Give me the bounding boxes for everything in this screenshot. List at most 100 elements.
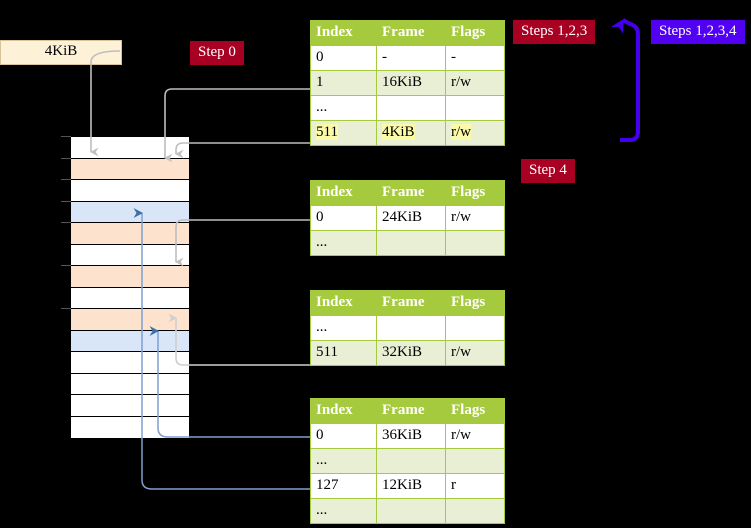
table-cell-flags [445, 230, 505, 256]
column-header-flags: Flags [445, 398, 505, 424]
memory-row-tick [61, 157, 71, 159]
table-cell-index: ... [310, 230, 377, 256]
highlighted-value: r/w [451, 124, 471, 140]
column-header-flags: Flags [445, 20, 505, 46]
table-cell-flags: r/w [445, 120, 505, 146]
memory-row-tick [61, 136, 71, 137]
memory-row-tick [61, 179, 71, 180]
table-cell-flags [445, 315, 505, 341]
table-cell-index: 511 [310, 340, 377, 366]
column-header-index: Index [310, 180, 377, 206]
steps-flow-arrow [610, 18, 640, 142]
highlighted-value: 4KiB [382, 124, 415, 140]
column-header-index: Index [310, 20, 377, 46]
table-cell-frame: - [376, 45, 446, 71]
table-cell-index: ... [310, 448, 377, 474]
memory-frame-row [71, 330, 189, 352]
column-header-index: Index [310, 290, 377, 316]
table-cell-frame [376, 315, 446, 341]
table-cell-flags: r/w [445, 205, 505, 231]
table-cell-flags: - [445, 45, 505, 71]
table-cell-index: 0 [310, 45, 377, 71]
memory-frame-row [71, 373, 189, 395]
column-header-flags: Flags [445, 180, 505, 206]
column-header-frame: Frame [376, 398, 446, 424]
table-row: ... [310, 448, 505, 474]
table-row: 0-- [310, 45, 505, 71]
memory-row-tick [61, 308, 71, 309]
column-header-index: Index [310, 398, 377, 424]
table-cell-flags: r [445, 473, 505, 499]
column-header-frame: Frame [376, 20, 446, 46]
step-0-badge: Step 0 [190, 41, 244, 65]
table-cell-flags [445, 448, 505, 474]
table-cell-index: ... [310, 315, 377, 341]
table-cell-frame: 36KiB [376, 423, 446, 449]
steps-123-badge: Steps 1,2,3 [513, 20, 596, 44]
table-cell-flags [445, 95, 505, 121]
memory-frame-row [61, 136, 189, 159]
table-cell-frame: 4KiB [376, 120, 446, 146]
table-cell-index: 0 [310, 205, 377, 231]
table-cell-flags [445, 498, 505, 524]
memory-row-tick [61, 200, 71, 202]
table-cell-frame: 16KiB [376, 70, 446, 96]
table-cell-frame [376, 95, 446, 121]
table-cell-index: 1 [310, 70, 377, 96]
table-cell-flags: r/w [445, 423, 505, 449]
memory-row-tick [61, 222, 71, 223]
memory-frame-row [61, 200, 189, 223]
table-cell-index: ... [310, 498, 377, 524]
table-cell-frame [376, 498, 446, 524]
memory-frame-row [61, 222, 189, 245]
column-header-frame: Frame [376, 290, 446, 316]
connector-pd-row511 [168, 313, 310, 366]
table-row: ... [310, 95, 505, 121]
column-header-frame: Frame [376, 180, 446, 206]
connector-pdpt-row0 [175, 219, 310, 267]
table-cell-index: 0 [310, 423, 377, 449]
memory-frame-row [71, 416, 189, 438]
memory-frame-row [61, 265, 189, 288]
table-cell-flags: r/w [445, 340, 505, 366]
memory-frame-row [71, 287, 189, 309]
table-cell-index: ... [310, 95, 377, 121]
memory-frame-row [71, 352, 189, 374]
step-4-badge: Step 4 [521, 159, 575, 183]
table-row: ... [310, 315, 505, 341]
table-cell-index: 127 [310, 473, 377, 499]
frame-size-label: 4KiB [44, 43, 78, 59]
physical-memory-column [61, 136, 190, 438]
table-cell-frame: 32KiB [376, 340, 446, 366]
column-header-flags: Flags [445, 290, 505, 316]
memory-frame-row [61, 157, 189, 180]
connector-pml4-row511 [175, 142, 310, 159]
table-row: ... [310, 230, 505, 256]
memory-frame-row [61, 308, 189, 331]
memory-frame-row [61, 179, 189, 202]
table-row: ... [310, 498, 505, 524]
table-row: 511 4KiB r/w [310, 120, 505, 146]
table-cell-flags: r/w [445, 70, 505, 96]
memory-frame-row [71, 395, 189, 417]
memory-frame-row [71, 244, 189, 266]
table-cell-frame: 24KiB [376, 205, 446, 231]
table-cell-frame: 12KiB [376, 473, 446, 499]
steps-1234-badge: Steps 1,2,3,4 [651, 20, 745, 44]
table-cell-frame [376, 230, 446, 256]
table-cell-index: 511 [310, 120, 377, 146]
